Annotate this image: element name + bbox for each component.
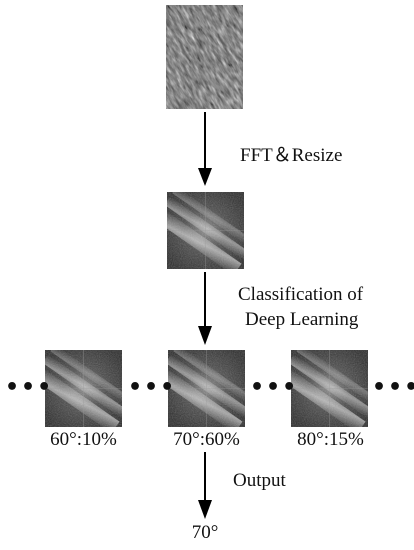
classification-label-line2: Deep Learning bbox=[245, 309, 359, 330]
result-label: 70° bbox=[191, 522, 219, 543]
arrowhead-to-output bbox=[198, 500, 212, 519]
ellipsis-mid-left: ••• bbox=[128, 375, 177, 400]
candidate-label-60: 60°:10% bbox=[50, 429, 117, 450]
input-texture-image bbox=[166, 5, 243, 109]
output-label: Output bbox=[233, 470, 286, 491]
candidate-label-70: 70°:60% bbox=[173, 429, 240, 450]
ellipsis-mid-right: ••• bbox=[250, 375, 299, 400]
arrowhead-to-classification bbox=[198, 326, 212, 345]
candidate-spectrum-70 bbox=[168, 350, 245, 427]
candidate-spectrum-80 bbox=[291, 350, 368, 427]
fft-resize-label: FFT＆Resize bbox=[240, 145, 343, 166]
fft-spectrum-image bbox=[167, 192, 244, 269]
classification-label-line1: Classification of bbox=[238, 284, 364, 305]
candidate-spectrum-60 bbox=[45, 350, 122, 427]
ellipsis-left: ••• bbox=[5, 375, 54, 400]
ellipsis-right: ••• bbox=[372, 375, 414, 400]
candidate-label-80: 80°:15% bbox=[297, 429, 364, 450]
arrowhead-to-fft bbox=[198, 168, 212, 186]
